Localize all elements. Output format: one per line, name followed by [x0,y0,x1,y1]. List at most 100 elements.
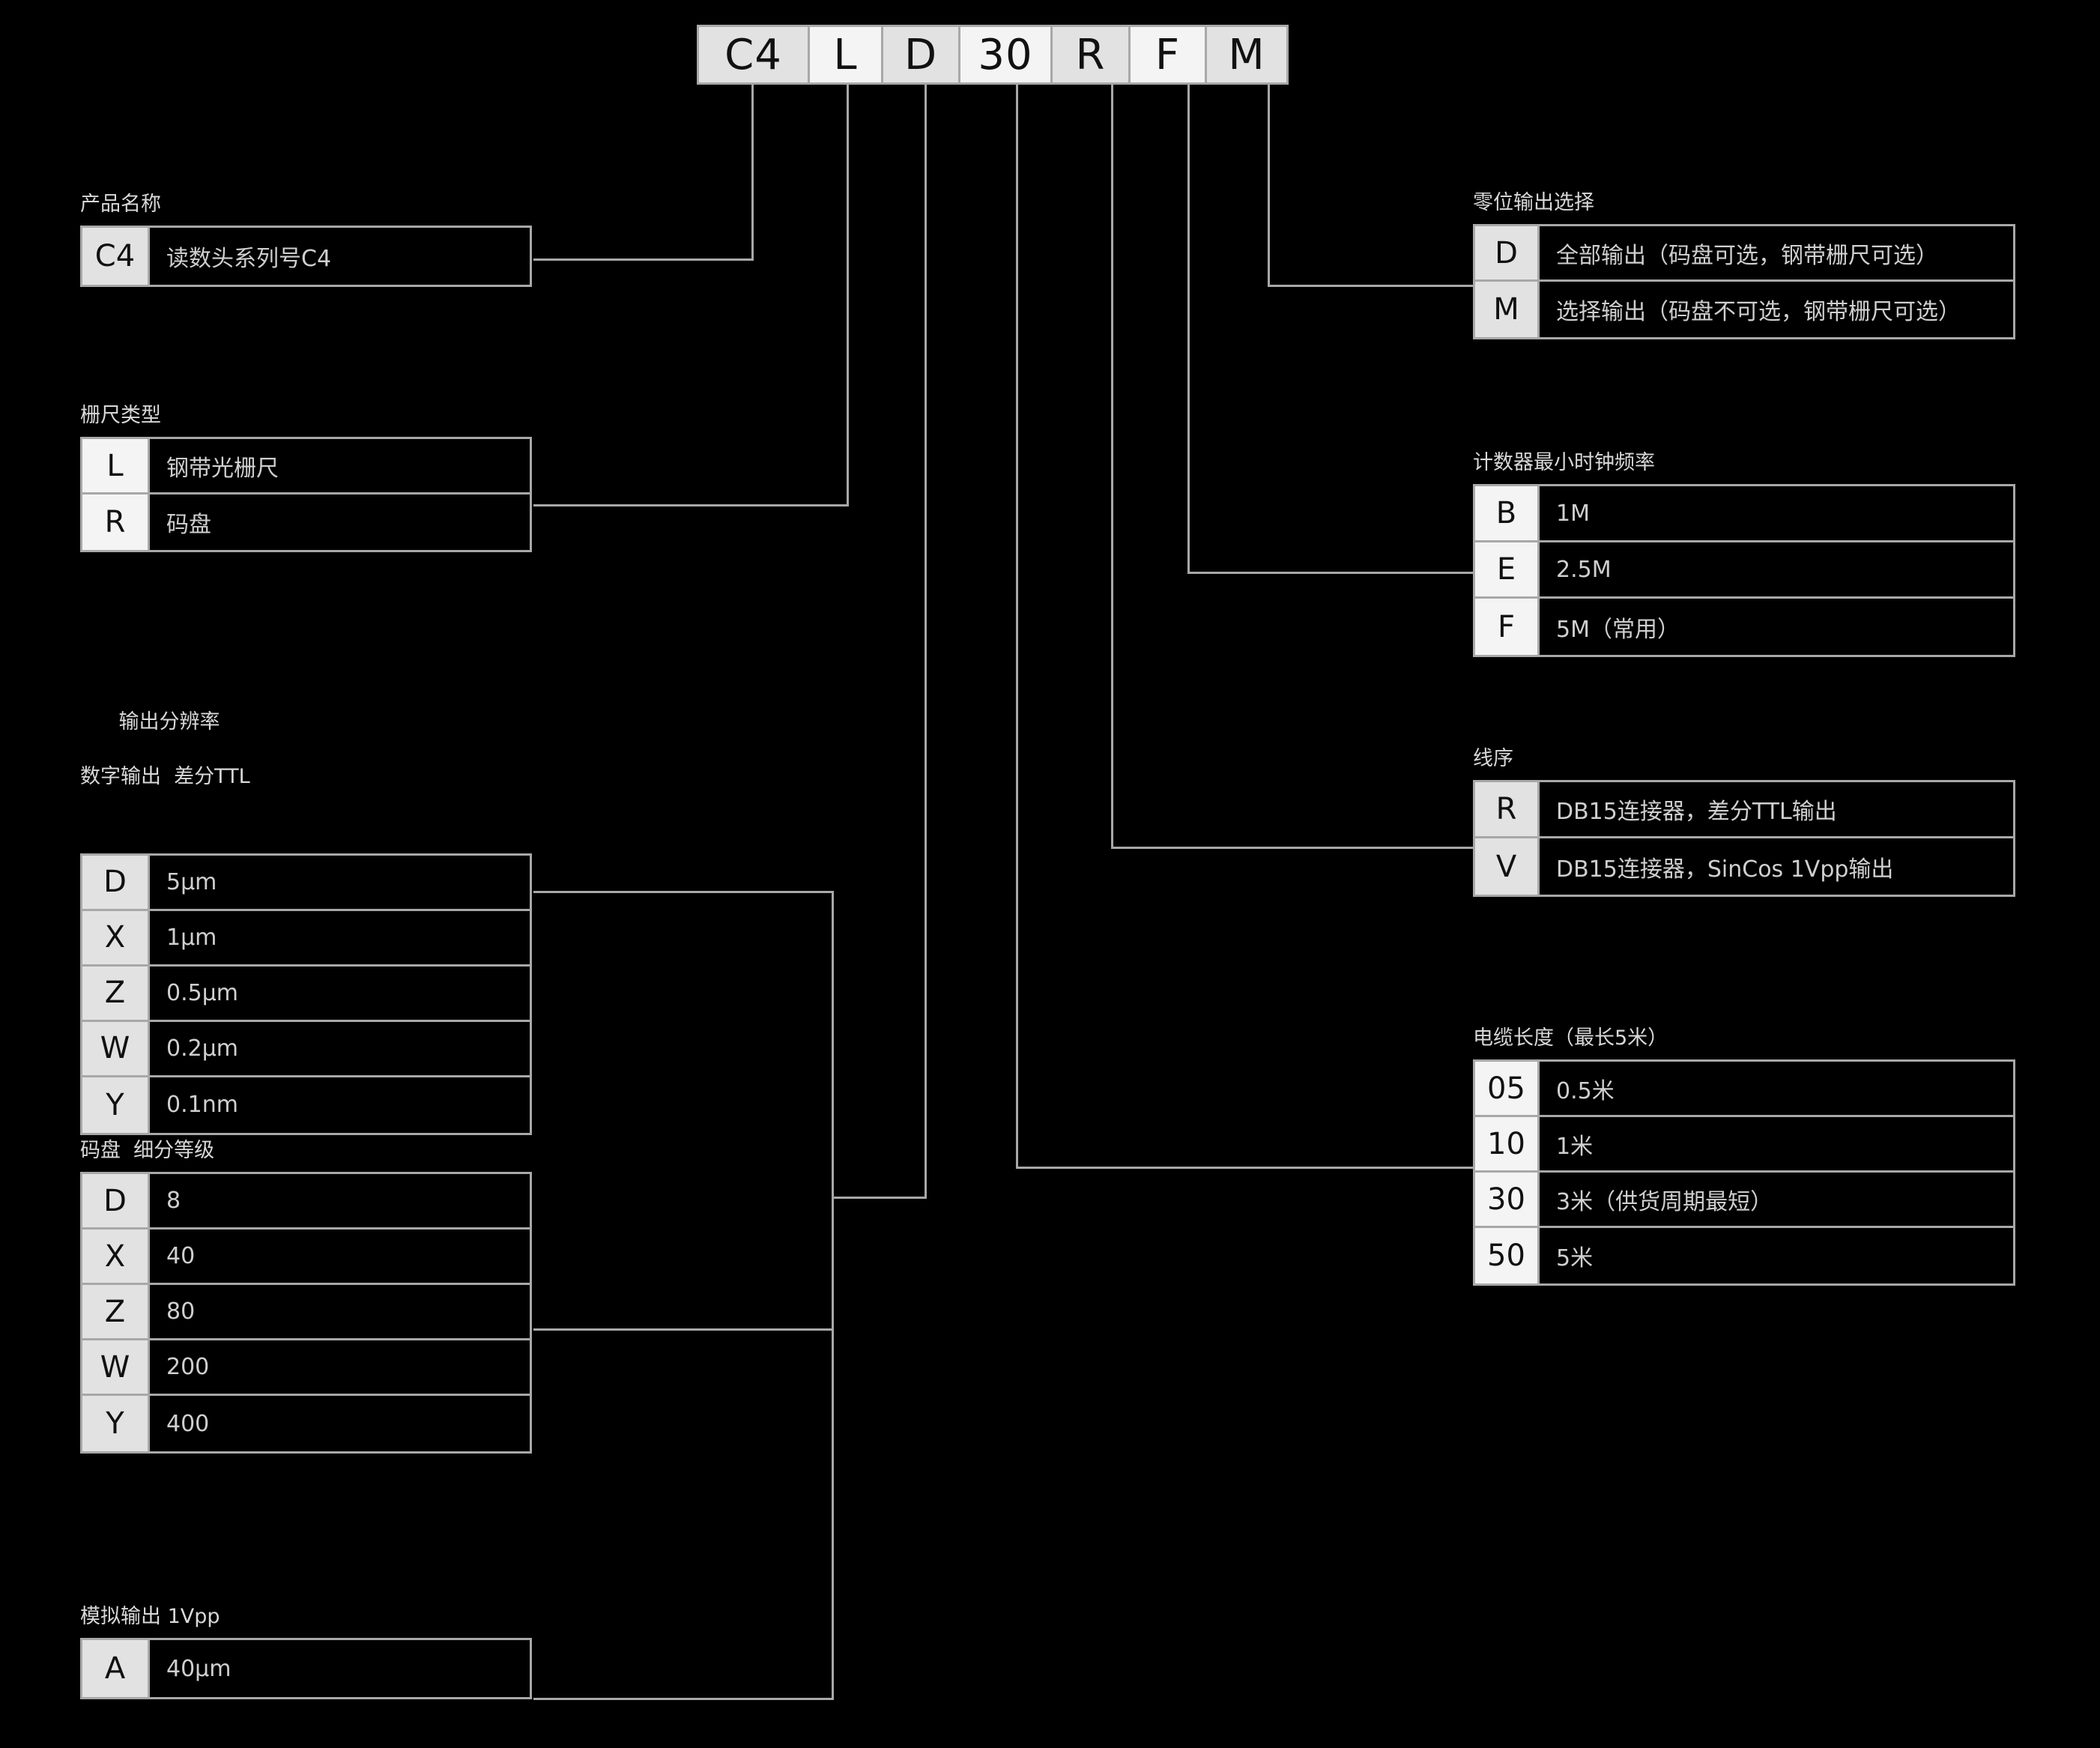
table-row[interactable]: D 5μm [82,855,530,911]
row-desc: 全部输出（码盘可选，钢带栅尺可选） [1540,226,2013,280]
table-row[interactable]: B 1M [1475,486,2013,543]
connector-resolution-top [533,891,834,893]
group-subtitle-line2: 数字输出 差分TTL [80,765,250,789]
connector-seg2-vertical [847,85,849,506]
row-key: M [1475,282,1540,338]
code-segment-5[interactable]: R [1053,27,1131,82]
row-key: X [82,1230,150,1283]
table-analog-output: A 40μm [80,1638,532,1700]
connector-seg4-vertical [1016,85,1018,1169]
code-segment-2[interactable]: L [810,27,883,82]
row-desc: 200 [150,1340,530,1394]
table-row[interactable]: V DB15连接器，SinCos 1Vpp输出 [1475,838,2013,895]
row-desc: 码盘 [150,495,530,551]
table-wiring-order: R DB15连接器，差分TTL输出 V DB15连接器，SinCos 1Vpp输… [1473,780,2015,898]
row-desc: 3米（供货周期最短） [1540,1173,2013,1227]
row-desc: DB15连接器，差分TTL输出 [1540,782,2013,837]
group-encoder-subdivision: 码盘 细分等级 D 8 X 40 Z 80 W 200 Y 400 [80,1137,532,1454]
table-row[interactable]: Z 0.5μm [82,966,530,1022]
row-desc: 1μm [150,910,530,964]
code-segment-6[interactable]: F [1131,27,1207,82]
row-key: V [1475,838,1540,895]
group-title-scale-type: 栅尺类型 [80,404,161,427]
table-row[interactable]: F 5M（常用） [1475,599,2013,656]
table-row[interactable]: 05 0.5米 [1475,1062,2013,1118]
row-key: Y [82,1396,150,1452]
table-output-resolution: D 5μm X 1μm Z 0.5μm W 0.2μm Y 0.1nm [80,853,532,1135]
table-row[interactable]: 30 3米（供货周期最短） [1475,1173,2013,1229]
group-title-product-name: 产品名称 [80,193,161,216]
connector-seg2-horizontal [533,504,849,506]
row-desc: DB15连接器，SinCos 1Vpp输出 [1540,838,2013,895]
table-zero-output: D 全部输出（码盘可选，钢带栅尺可选） M 选择输出（码盘不可选，钢带栅尺可选） [1473,224,2015,340]
row-desc: 钢带光栅尺 [150,439,530,493]
table-row[interactable]: 50 5米 [1475,1228,2013,1284]
table-row[interactable]: W 0.2μm [82,1021,530,1077]
row-desc: 80 [150,1285,530,1339]
connector-seg7-vertical [1268,85,1270,287]
row-desc: 8 [150,1174,530,1228]
table-row[interactable]: Y 400 [82,1396,530,1452]
row-key: F [1475,599,1540,656]
table-row[interactable]: R 码盘 [82,495,530,551]
table-row[interactable]: X 1μm [82,910,530,967]
table-row[interactable]: E 2.5M [1475,542,2013,599]
row-key: A [82,1640,150,1698]
row-desc: 选择输出（码盘不可选，钢带栅尺可选） [1540,282,2013,338]
row-desc: 1米 [1540,1117,2013,1171]
group-title-cable-length: 电缆长度（最长5米） [1473,1026,1668,1050]
table-row[interactable]: D 8 [82,1174,530,1230]
code-segment-7[interactable]: M [1207,27,1286,82]
row-key: D [1475,226,1540,280]
row-desc: 5米 [1540,1228,2013,1284]
row-key: C4 [82,228,150,285]
row-key: 30 [1475,1173,1540,1227]
code-segment-1[interactable]: C4 [699,27,810,82]
connector-seg3-horizontal [832,1197,927,1199]
table-row[interactable]: Z 80 [82,1285,530,1341]
group-title-output-resolution: 输出分辨率 数字输出 差分TTL [80,682,532,846]
table-row[interactable]: C4 读数头系列号C4 [82,228,530,285]
table-row[interactable]: A 40μm [82,1640,530,1698]
table-counter-clock: B 1M E 2.5M F 5M（常用） [1473,484,2015,658]
connector-seg7-horizontal [1268,285,1476,287]
group-title-analog-output: 模拟输出 1Vpp [80,1605,220,1628]
row-key: E [1475,542,1540,597]
row-key: 05 [1475,1062,1540,1116]
row-key: Y [82,1077,150,1133]
connector-seg1-horizontal [533,258,754,261]
group-title-line1: 输出分辨率 [118,710,220,734]
code-segment-3[interactable]: D [883,27,960,82]
row-desc: 读数头系列号C4 [150,228,530,285]
row-key: X [82,910,150,964]
connector-resolution-bus [832,891,834,1199]
table-row[interactable]: X 40 [82,1230,530,1286]
table-product-name: C4 读数头系列号C4 [80,226,532,288]
table-scale-type: L 钢带光栅尺 R 码盘 [80,437,532,553]
code-segment-4[interactable]: 30 [960,27,1053,82]
row-key: W [82,1340,150,1394]
table-row[interactable]: R DB15连接器，差分TTL输出 [1475,782,2013,839]
table-row[interactable]: Y 0.1nm [82,1077,530,1133]
row-desc: 5μm [150,855,530,909]
table-row[interactable]: W 200 [82,1340,530,1397]
row-desc: 2.5M [1540,542,2013,597]
connector-subdivision-bus [832,1197,834,1700]
row-key: R [1475,782,1540,837]
row-key: R [82,495,150,551]
group-output-resolution: 输出分辨率 数字输出 差分TTL D 5μm X 1μm Z 0.5μm W 0… [80,682,532,1135]
table-row[interactable]: 10 1米 [1475,1117,2013,1173]
group-title-encoder-subdivision: 码盘 细分等级 [80,1139,215,1162]
group-counter-clock: 计数器最小时钟频率 B 1M E 2.5M F 5M（常用） [1473,450,2015,658]
connector-subdivision-mid [533,1328,834,1331]
row-key: 50 [1475,1228,1540,1284]
row-desc: 0.2μm [150,1021,530,1075]
table-row[interactable]: L 钢带光栅尺 [82,439,530,495]
row-desc: 5M（常用） [1540,599,2013,656]
table-row[interactable]: M 选择输出（码盘不可选，钢带栅尺可选） [1475,282,2013,338]
row-desc: 0.5μm [150,966,530,1020]
table-encoder-subdivision: D 8 X 40 Z 80 W 200 Y 400 [80,1172,532,1454]
connector-analog-bottom [533,1698,834,1700]
connector-seg6-vertical [1187,85,1190,574]
table-row[interactable]: D 全部输出（码盘可选，钢带栅尺可选） [1475,226,2013,282]
